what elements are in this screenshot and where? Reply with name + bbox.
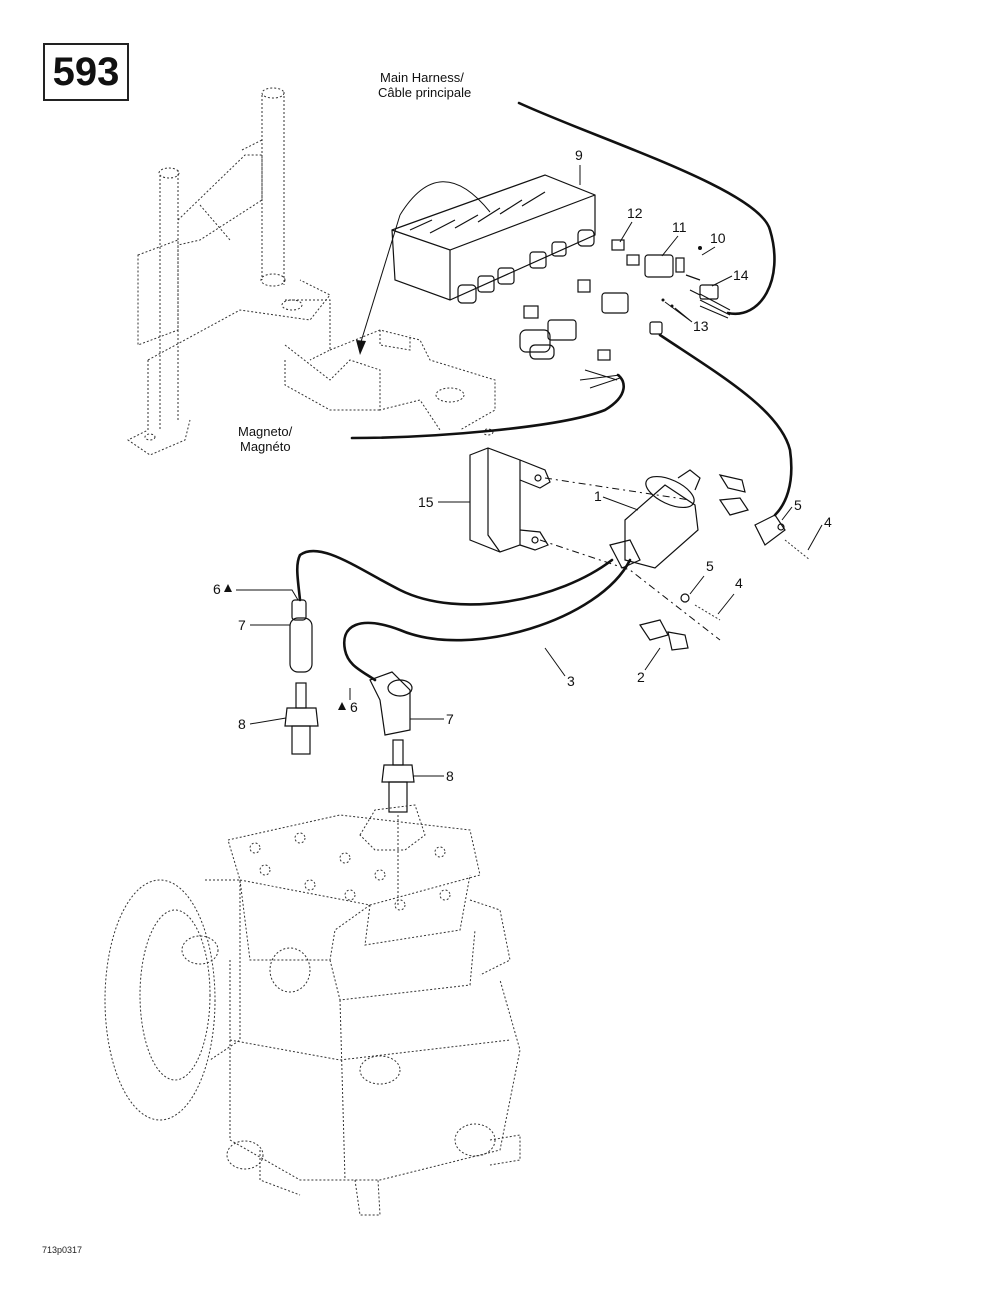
housing-arrow-line — [359, 214, 401, 346]
callout-12: 12 — [627, 205, 643, 221]
callout-9: 9 — [575, 147, 583, 163]
callout-8b: 8 — [446, 768, 454, 784]
magneto-label-en: Magneto/ — [238, 424, 293, 439]
housing-arrow-curve — [399, 181, 491, 216]
cable-tie-6a — [224, 584, 232, 592]
magneto-label-fr: Magnéto — [240, 439, 291, 454]
mount-line-lower — [539, 539, 721, 641]
callout-1: 1 — [594, 488, 602, 504]
callout-15: 15 — [418, 494, 434, 510]
main-harness-wire — [517, 101, 776, 316]
callout-3: 3 — [567, 673, 575, 689]
callout-13: 13 — [693, 318, 709, 334]
callout-8a: 8 — [238, 716, 246, 732]
spark-plugs — [284, 682, 415, 813]
housing-arrow-head — [356, 340, 366, 355]
mount-line-upper — [544, 477, 691, 501]
page-number: 593 — [52, 50, 120, 94]
spark-plug-caps — [289, 599, 413, 736]
callout-10: 10 — [710, 230, 726, 246]
callout-7a: 7 — [238, 617, 246, 633]
coil-bracket — [469, 447, 551, 553]
high-tension-wire-a — [295, 549, 614, 606]
callout-6b: 6 — [350, 699, 358, 715]
engine — [104, 804, 521, 1216]
callout-4a: 4 — [824, 514, 832, 530]
ground-terminals — [639, 474, 811, 651]
figure-code: 713p0317 — [42, 1245, 82, 1255]
ignition-coil — [609, 469, 701, 569]
small-connectors — [519, 239, 719, 361]
frame-bracket — [127, 87, 496, 456]
callout-5b: 5 — [706, 558, 714, 574]
high-tension-wire-b — [342, 558, 632, 682]
ground-wire — [658, 333, 793, 517]
callout-7b: 7 — [446, 711, 454, 727]
main-harness-label-en: Main Harness/ — [380, 70, 464, 85]
cable-tie-6b — [338, 702, 346, 710]
page-number-box: 593 — [43, 43, 129, 101]
magneto-wire — [350, 373, 625, 440]
callout-4b: 4 — [735, 575, 743, 591]
callout-2: 2 — [637, 669, 645, 685]
callout-6a: 6 — [213, 581, 221, 597]
callout-11: 11 — [672, 219, 687, 235]
main-harness-label-fr: Câble principale — [378, 85, 471, 100]
callout-5a: 5 — [794, 497, 802, 513]
callout-14: 14 — [733, 267, 749, 283]
connector-housing — [391, 174, 596, 304]
